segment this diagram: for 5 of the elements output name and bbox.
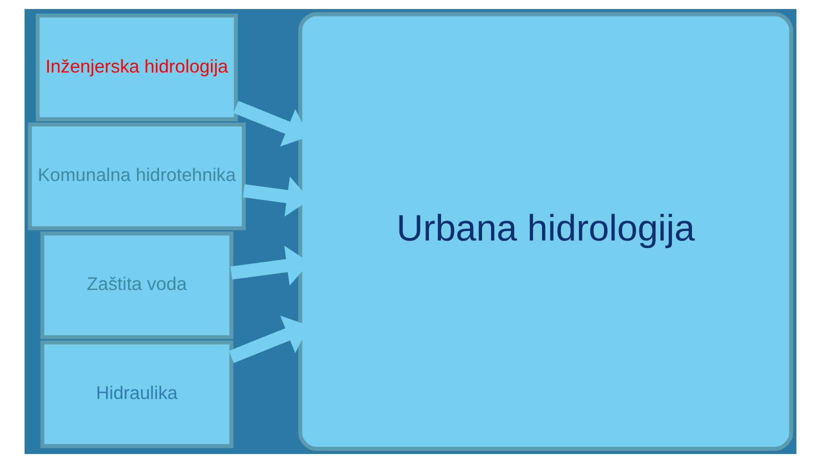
node-box: Komunalna hidrotehnika <box>27 122 246 230</box>
node-box: Urbana hidrologija <box>298 12 793 450</box>
node-box: Inženjerska hidrologija <box>35 13 238 121</box>
node-box: Hidraulika <box>40 340 233 448</box>
node-box: Zaštita voda <box>40 231 233 339</box>
